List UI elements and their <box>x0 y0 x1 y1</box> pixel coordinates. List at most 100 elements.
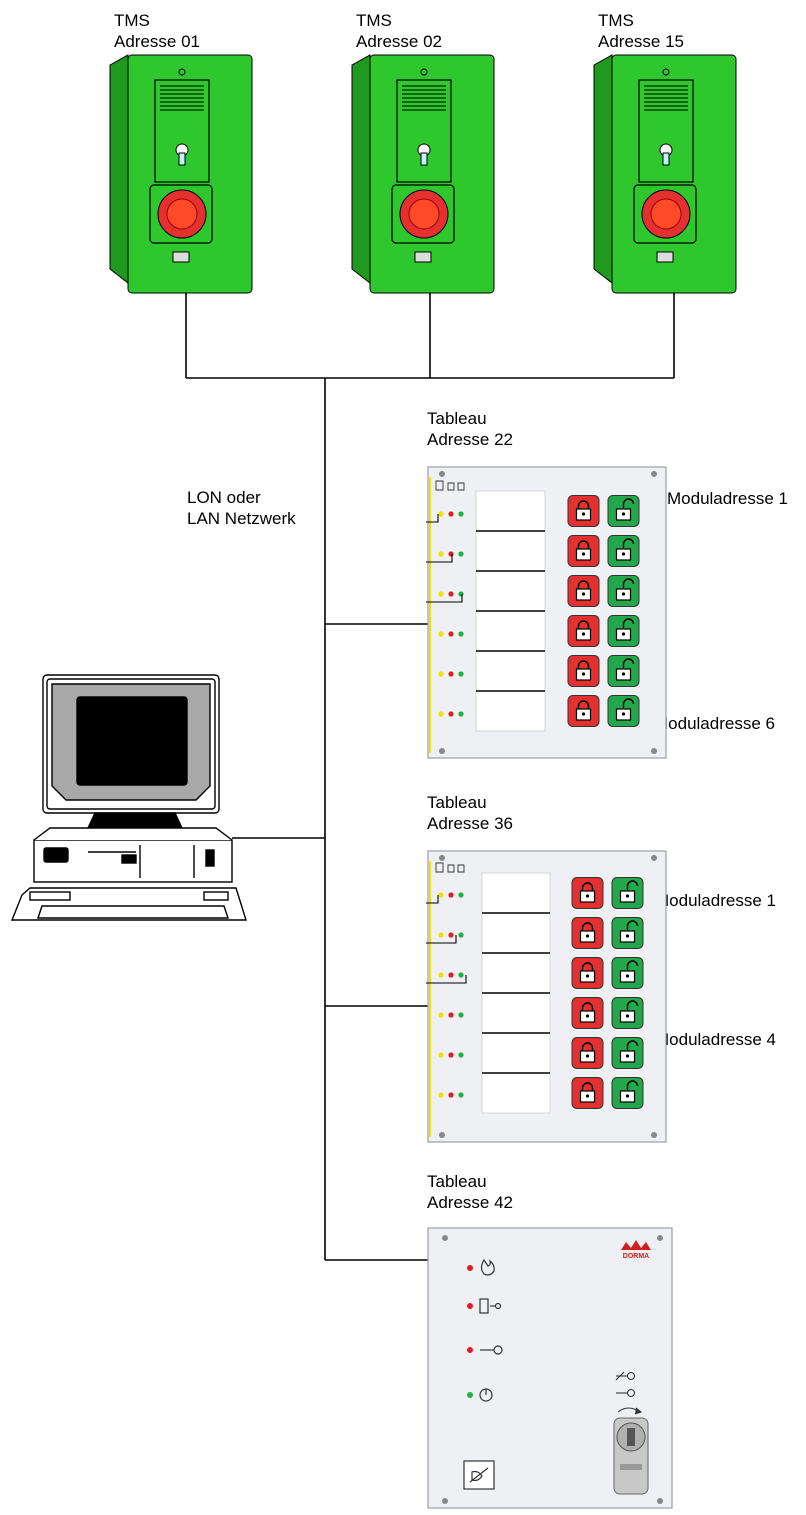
module-led-red <box>448 631 454 637</box>
module-wire <box>426 935 457 944</box>
module-wire <box>426 554 453 563</box>
module-led-red <box>448 1092 454 1098</box>
module-led-red <box>448 711 454 717</box>
module-led-red <box>448 932 454 938</box>
module-wire <box>426 514 439 523</box>
module-led-yellow <box>438 511 444 517</box>
tms-2-address-label: Adresse 02 <box>356 32 442 51</box>
module-led-red <box>448 551 454 557</box>
module-led-red <box>448 591 454 597</box>
door-led <box>467 1303 473 1309</box>
module-led-yellow <box>438 591 444 597</box>
unlock-icon <box>615 538 635 561</box>
network-label-line1: LON oder <box>187 488 261 507</box>
svg-text:DORMA: DORMA <box>623 1253 649 1260</box>
panel-screw <box>651 855 657 861</box>
tms-1-address-label: Adresse 01 <box>114 32 200 51</box>
panel-screw <box>651 748 657 754</box>
module-led-red <box>448 1012 454 1018</box>
status-legend-icons <box>435 480 465 491</box>
module-led-red <box>448 671 454 677</box>
unlock-icon <box>619 960 639 983</box>
tms-2-type-label: TMS <box>356 11 392 30</box>
tableau-panel-2 <box>426 850 667 1143</box>
module-led-red <box>448 972 454 978</box>
panel-screw <box>439 471 445 477</box>
unlock-icon <box>619 920 639 943</box>
module-led-yellow <box>438 671 444 677</box>
tms-screw <box>662 68 670 76</box>
tableau-1-module-last-label: Moduladresse 6 <box>654 714 775 733</box>
key-led <box>467 1347 473 1353</box>
tableau-3-address: Adresse 42 <box>427 1193 513 1212</box>
module-led-green <box>458 892 464 898</box>
tms-unit-3 <box>593 54 737 294</box>
module-led-yellow <box>438 711 444 717</box>
tableau-2-module-first-label: Moduladresse 1 <box>655 891 776 910</box>
pc-power-button <box>43 847 69 863</box>
tms-screw <box>420 68 428 76</box>
module-led-yellow <box>438 1012 444 1018</box>
lock-icon <box>575 700 592 721</box>
module-led-yellow <box>438 1092 444 1098</box>
module-led-green <box>458 551 464 557</box>
panel-screw <box>439 748 445 754</box>
module-led-red <box>448 1052 454 1058</box>
tms-unit-1 <box>109 54 253 294</box>
lock-icon <box>579 1042 596 1063</box>
tms-key-cover <box>396 79 452 183</box>
panel-screw <box>651 1132 657 1138</box>
module-led-green <box>458 591 464 597</box>
lock-icon <box>579 1002 596 1023</box>
tms-indicator-window <box>172 251 190 263</box>
override-button <box>463 1460 495 1490</box>
power-led <box>467 1392 473 1398</box>
tms-1-type-label: TMS <box>114 11 150 30</box>
module-led-green <box>458 631 464 637</box>
override-icon <box>469 1467 489 1483</box>
lock-icon <box>575 540 592 561</box>
pc-workstation <box>10 674 247 921</box>
unlock-icon <box>615 578 635 601</box>
lock-icon <box>575 580 592 601</box>
unlock-icon <box>615 698 635 721</box>
lock-icon <box>579 962 596 983</box>
unlock-icon <box>615 618 635 641</box>
module-led-green <box>458 671 464 677</box>
key-switch-icons <box>615 1371 643 1415</box>
module-led-green <box>458 511 464 517</box>
tms-3-address-label: Adresse 15 <box>598 32 684 51</box>
module-led-yellow <box>438 1052 444 1058</box>
tableau-1-title: Tableau <box>427 409 487 428</box>
module-led-red <box>448 892 454 898</box>
lock-icon <box>579 882 596 903</box>
tms-3-type-label: TMS <box>598 11 634 30</box>
module-led-yellow <box>438 932 444 938</box>
module-led-green <box>458 1052 464 1058</box>
dorma-logo: DORMA <box>621 1240 651 1260</box>
tableau-2-title: Tableau <box>427 793 487 812</box>
tms-side-face <box>593 54 613 285</box>
lock-icon <box>575 660 592 681</box>
tms-indicator-window <box>414 251 432 263</box>
module-led-yellow <box>438 972 444 978</box>
tableau-panel-3: DORMA <box>427 1227 673 1509</box>
module-led-green <box>458 711 464 717</box>
tms-unit-2 <box>351 54 495 294</box>
tms-key-cover <box>638 79 694 183</box>
module-led-green <box>458 972 464 978</box>
door-release-icon <box>479 1298 502 1314</box>
key-cylinder <box>613 1417 649 1495</box>
tableau-2-address: Adresse 36 <box>427 814 513 833</box>
tableau-panel-1 <box>426 466 667 759</box>
tms-screw <box>178 68 186 76</box>
module-led-green <box>458 932 464 938</box>
network-cabling <box>185 292 675 1261</box>
unlock-icon <box>619 1080 639 1103</box>
tms-indicator-window <box>656 251 674 263</box>
monitor-screen <box>76 696 188 786</box>
status-legend-icons <box>435 862 465 873</box>
fire-alarm-led <box>467 1265 473 1271</box>
lock-icon <box>575 500 592 521</box>
module-wire <box>426 975 467 984</box>
